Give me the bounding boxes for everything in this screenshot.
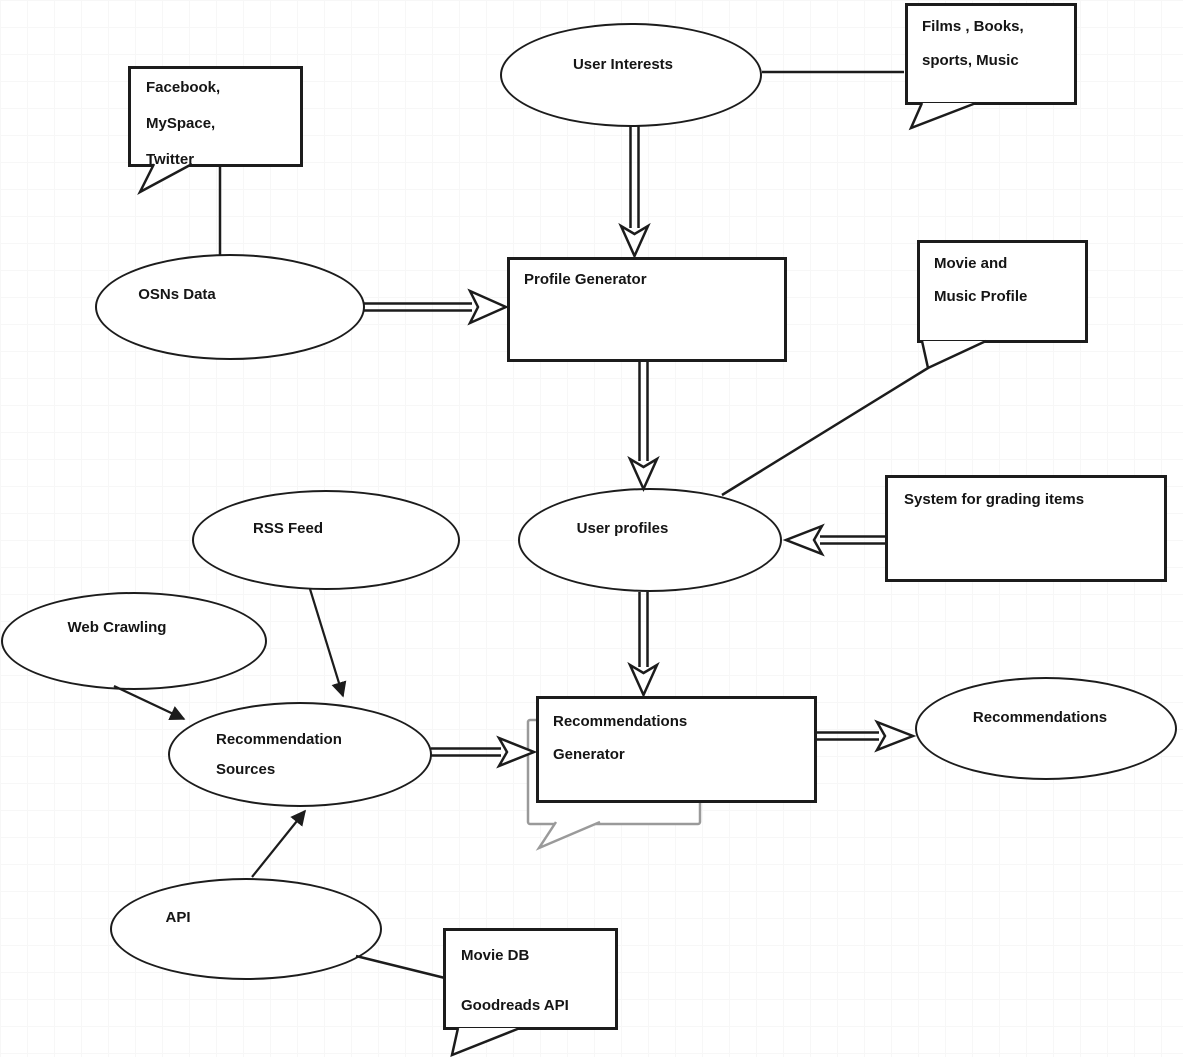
callout-facebook-myspace-twitter: Facebook, MySpace, Twitter xyxy=(128,66,303,167)
node-recommendations-label: Recommendations xyxy=(972,708,1108,726)
arrow-osns-to-profile-generator xyxy=(363,288,510,326)
node-recommendations-generator-line1: Recommendations xyxy=(553,713,688,730)
callout-moviedb-line1: Movie DB xyxy=(461,947,530,964)
node-recommendations-generator-line2: Generator xyxy=(553,746,625,763)
node-api-label: API xyxy=(165,909,191,926)
callout-films-line1: Films , Books, xyxy=(922,18,1024,35)
callout-moviedb-line2: Goodreads API xyxy=(461,997,569,1014)
arrow-system-grading-to-user-profiles xyxy=(782,523,885,557)
callout-tail-movie-profile xyxy=(920,339,987,370)
node-rss-feed: RSS Feed xyxy=(192,490,460,590)
node-recommendation-sources: Recommendation Sources xyxy=(168,702,432,807)
node-recommendation-sources-line2: Sources xyxy=(216,760,276,778)
node-api: API xyxy=(110,878,382,980)
arrow-api-to-sources xyxy=(251,809,306,878)
node-web-crawling: Web Crawling xyxy=(1,592,267,690)
node-user-profiles: User profiles xyxy=(518,488,782,592)
gray-callout-tail xyxy=(535,820,601,851)
arrow-profile-generator-to-user-profiles xyxy=(627,362,660,493)
arrow-rss-feed-to-sources xyxy=(308,588,347,698)
callout-movie-profile-line2: Music Profile xyxy=(934,288,1028,305)
callout-facebook-line2: MySpace, xyxy=(146,115,216,132)
node-recommendations-generator: Recommendations Generator xyxy=(536,696,817,803)
callout-tail-facebook xyxy=(137,162,193,195)
arrow-sources-to-recommendations-generator xyxy=(431,735,538,769)
node-recommendations: Recommendations xyxy=(915,677,1177,780)
node-user-interests: User Interests xyxy=(500,23,762,127)
node-user-profiles-label: User profiles xyxy=(576,520,669,537)
callout-films-line2: sports, Music xyxy=(922,52,1019,69)
line-api-to-moviedb-callout xyxy=(355,954,446,980)
node-recommendation-sources-line1: Recommendation xyxy=(216,730,342,748)
node-profile-generator-label: Profile Generator xyxy=(524,271,647,288)
node-profile-generator: Profile Generator xyxy=(507,257,787,362)
callout-movie-music-profile: Movie and Music Profile xyxy=(917,240,1088,343)
callout-tail-moviedb xyxy=(450,1026,521,1057)
callout-moviedb-goodreads: Movie DB Goodreads API xyxy=(443,928,618,1030)
callout-facebook-line1: Facebook, xyxy=(146,79,221,96)
node-rss-feed-label: RSS Feed xyxy=(252,520,324,537)
arrow-user-interests-to-profile-generator xyxy=(618,126,651,260)
callout-tail-films xyxy=(908,101,977,131)
node-web-crawling-label: Web Crawling xyxy=(67,619,167,636)
callout-facebook-line3: Twitter xyxy=(146,151,195,167)
node-osns-data: OSNs Data xyxy=(95,254,365,360)
callout-movie-profile-line1: Movie and xyxy=(934,255,1008,272)
arrow-web-crawling-to-sources xyxy=(113,685,186,721)
node-system-grading-label: System for grading items xyxy=(904,491,1085,508)
arrow-recommendations-generator-to-recommendations xyxy=(817,719,917,753)
node-system-for-grading-items: System for grading items xyxy=(885,475,1167,582)
callout-films-books: Films , Books, sports, Music xyxy=(905,3,1077,105)
arrow-user-profiles-to-recommendations-generator xyxy=(627,592,660,699)
node-user-interests-label: User Interests xyxy=(572,56,674,73)
node-osns-data-label: OSNs Data xyxy=(138,286,216,303)
